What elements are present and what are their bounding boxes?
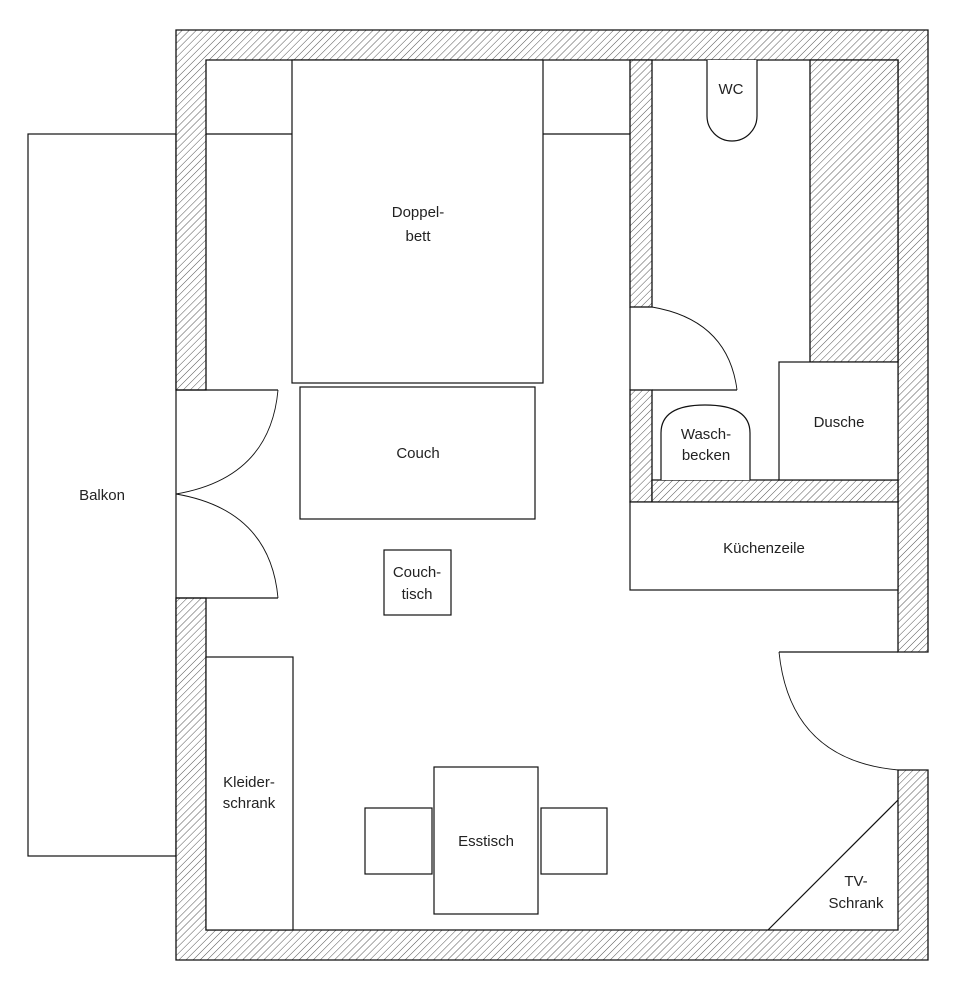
entrance-door-swing <box>778 651 899 771</box>
bathroom-wall-bottom <box>651 479 899 503</box>
balcony-door-right-swing <box>175 493 279 599</box>
balcony-door-left-swing <box>175 389 279 495</box>
wash-basin-label-1: Wasch- <box>681 426 731 443</box>
coffee-table-label-1: Couch- <box>393 564 441 581</box>
balcony-label: Balkon <box>79 487 125 504</box>
wc-label: WC <box>719 81 744 98</box>
bathroom-wall-lower <box>629 389 653 503</box>
shower-label: Dusche <box>814 414 865 431</box>
tv-cabinet-diagonal <box>767 799 899 931</box>
balcony-area <box>27 133 177 857</box>
wardrobe-label-1: Kleider- <box>223 774 275 791</box>
bathroom-wall-right <box>809 59 899 363</box>
dining-table-label: Esstisch <box>458 833 514 850</box>
wash-basin-label-2: becken <box>682 447 730 464</box>
tv-cabinet-label-1: TV- <box>844 873 867 890</box>
kitchen-counter-label: Küchenzeile <box>723 540 805 557</box>
dining-table <box>433 766 539 915</box>
couch-label: Couch <box>396 445 439 462</box>
kitchen-counter <box>629 501 899 591</box>
shower <box>778 361 899 481</box>
dining-chair-right <box>540 807 608 875</box>
double-bed <box>291 59 544 384</box>
tv-cabinet-label-2: Schrank <box>828 895 884 912</box>
coffee-table-label-2: tisch <box>402 586 433 603</box>
wardrobe <box>205 656 294 931</box>
double-bed-label-1: Doppel- <box>392 204 445 221</box>
bathroom-door-swing <box>651 306 738 391</box>
coffee-table <box>383 549 452 616</box>
double-bed-label-2: bett <box>405 228 431 245</box>
bathroom-wall-upper <box>629 59 653 308</box>
wardrobe-label-2: schrank <box>223 795 276 812</box>
wash-basin <box>660 404 751 480</box>
couch <box>299 386 536 520</box>
dining-chair-left <box>364 807 433 875</box>
wc-fixture <box>706 60 758 142</box>
